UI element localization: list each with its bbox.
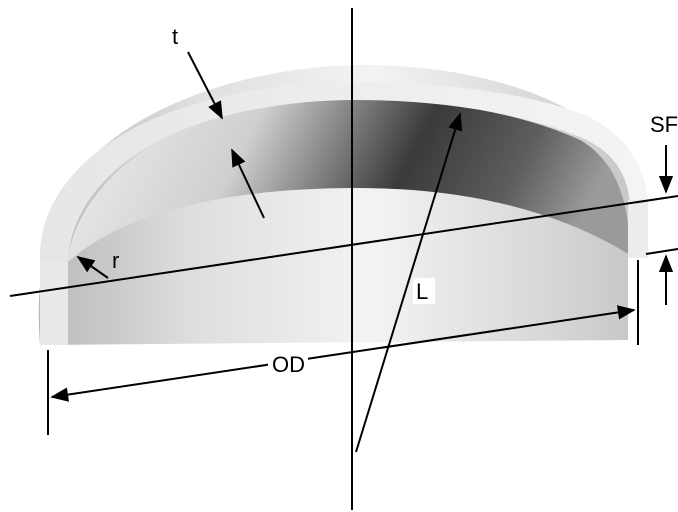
head-shell: [38, 65, 649, 345]
radius-arrow: [76, 255, 109, 279]
thickness-arrow-outer: [187, 51, 223, 120]
od-dimension-line: [50, 305, 636, 402]
thickness-arrow-inner: [231, 148, 265, 219]
sf-label: SF: [650, 112, 678, 137]
length-label-bg: [413, 278, 435, 304]
od-label: OD: [272, 352, 305, 377]
left-flange-face: [40, 262, 68, 345]
straight-flange-ref-line: [645, 248, 678, 255]
right-flange-face: [628, 200, 648, 258]
length-label: L: [416, 279, 428, 304]
od-label-bg: [268, 349, 308, 377]
inner-cavity-surface: [68, 98, 630, 262]
tangent-line: [9, 195, 678, 297]
radius-label: r: [112, 248, 119, 273]
thickness-label: t: [172, 24, 178, 49]
length-dimension-line: [355, 112, 463, 453]
